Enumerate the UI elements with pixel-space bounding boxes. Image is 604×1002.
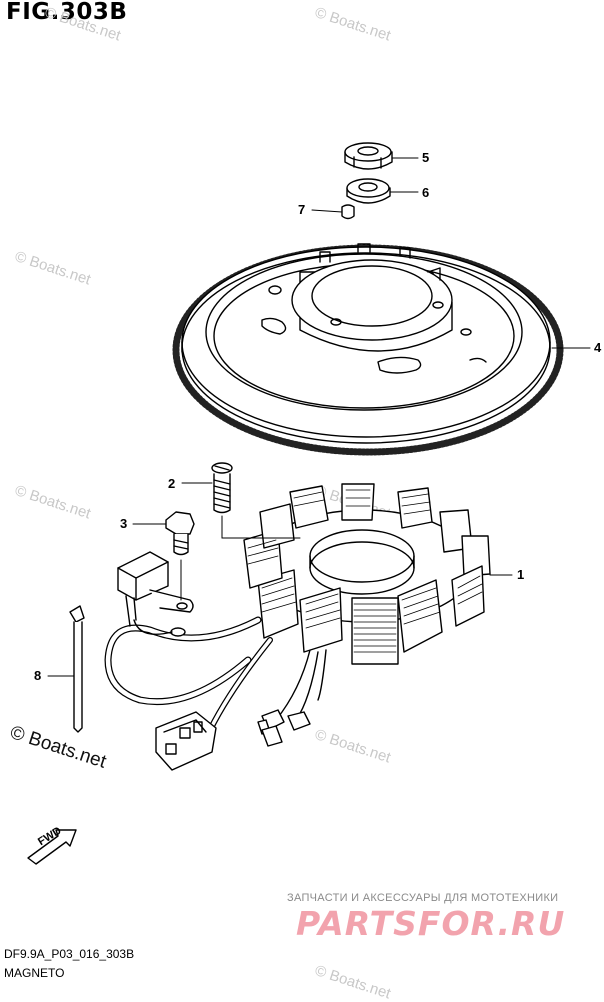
shop-tagline: ЗАПЧАСТИ И АКСЕССУАРЫ ДЛЯ МОТОТЕХНИКИ xyxy=(287,892,559,904)
shop-logo: PARTSFOR.RU xyxy=(296,904,566,943)
flywheel-part-4 xyxy=(172,243,564,456)
bolt-part-3 xyxy=(165,511,195,556)
figure-title: FIG.303B xyxy=(6,0,128,25)
callout-3[interactable]: 3 xyxy=(120,516,128,531)
fwd-arrow-icon xyxy=(27,829,77,865)
diagram-code: DF9.9A_P03_016_303B xyxy=(4,947,135,961)
nut-part-5 xyxy=(344,142,393,170)
callout-1[interactable]: 1 xyxy=(517,567,525,582)
callout-6[interactable]: 6 xyxy=(422,185,430,200)
callout-5[interactable]: 5 xyxy=(422,150,430,165)
callout-4[interactable]: 4 xyxy=(594,340,602,355)
washer-part-6 xyxy=(346,178,391,204)
callout-8[interactable]: 8 xyxy=(34,668,42,683)
screw-part-2 xyxy=(211,462,233,514)
section-name: MAGNETO xyxy=(4,966,65,980)
cable-tie-part-8 xyxy=(69,605,85,733)
stator-part-1 xyxy=(104,483,491,771)
key-part-7 xyxy=(341,204,355,220)
callout-7[interactable]: 7 xyxy=(298,202,306,217)
callout-2[interactable]: 2 xyxy=(168,476,176,491)
callout-leaders xyxy=(47,157,591,677)
